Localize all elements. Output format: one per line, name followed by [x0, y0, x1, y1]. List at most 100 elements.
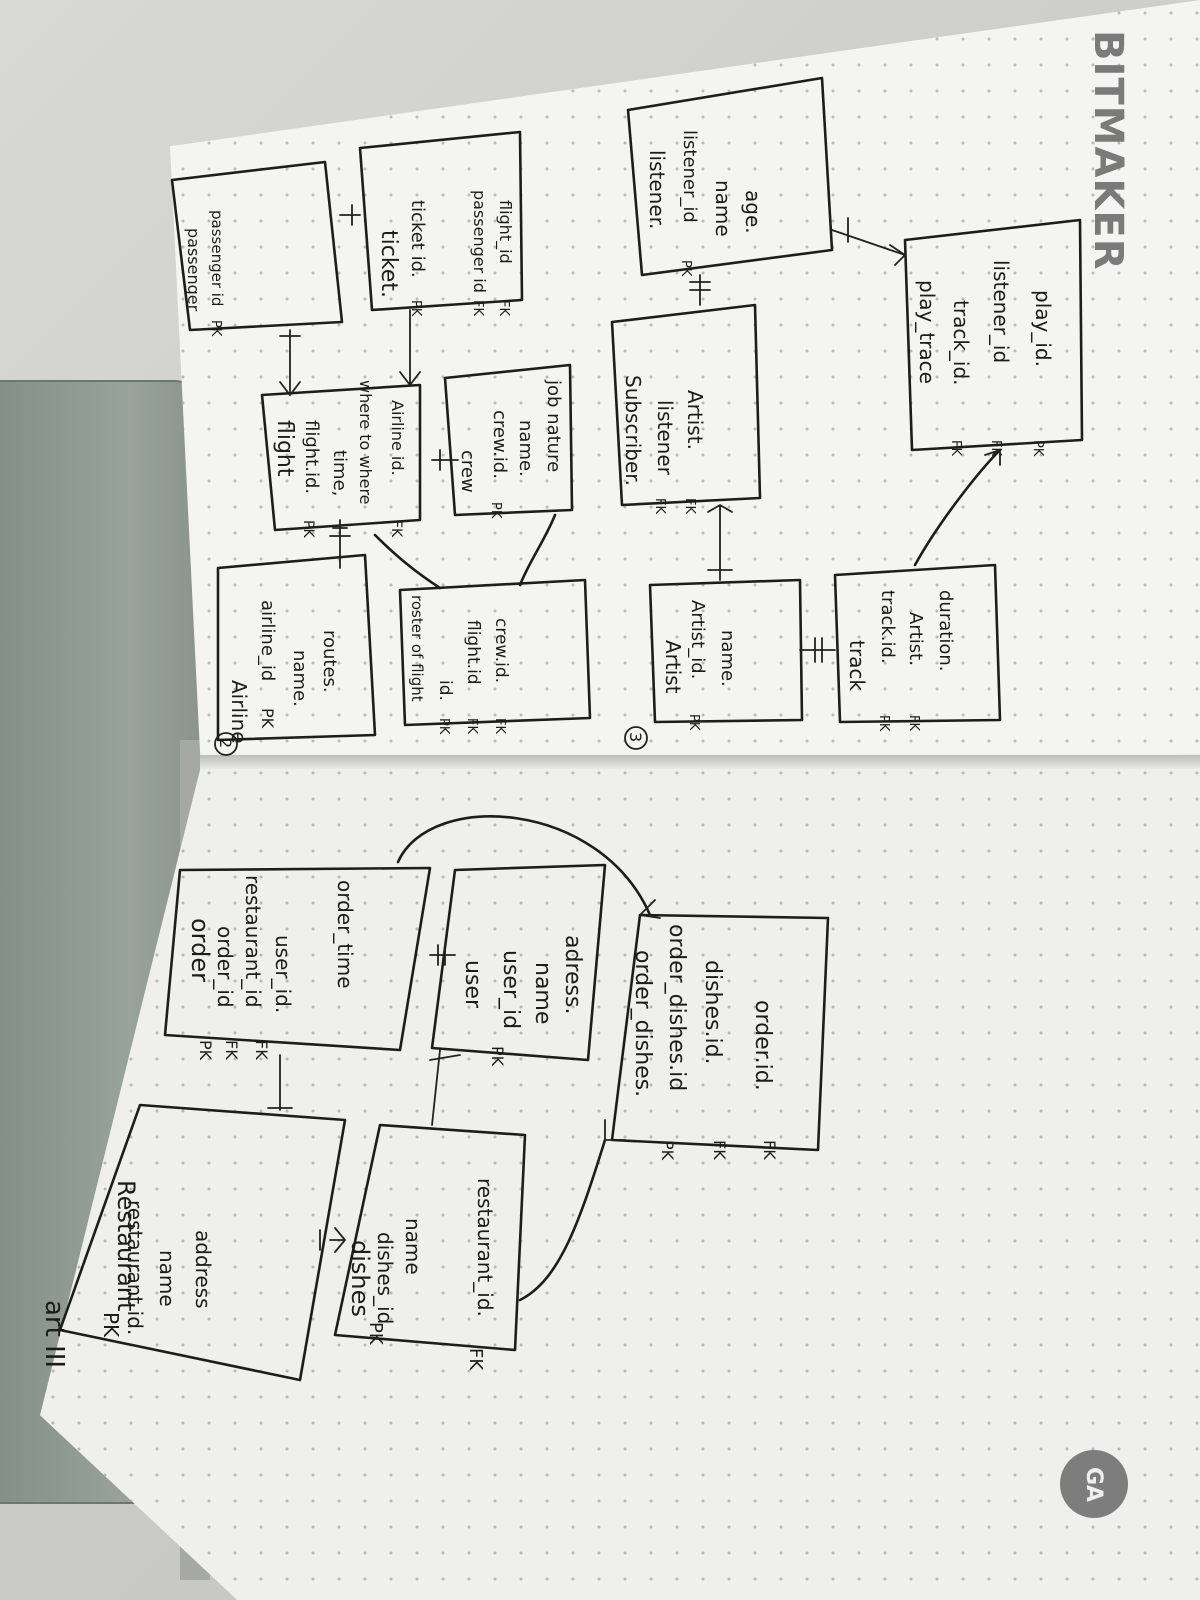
entity-track: track PK track.id. FK Artist. duration.: [833, 563, 1002, 732]
field-address: address: [191, 1230, 215, 1309]
entity-play-trace-title: play_trace: [915, 280, 939, 384]
field-name: name: [155, 1250, 179, 1307]
field-restaurant-id: restaurant_id.: [473, 1178, 497, 1317]
fk-badge: FK: [906, 715, 921, 731]
entity-listener: listener. PK listener_id name age.: [626, 76, 834, 277]
pk-badge: PK: [99, 1312, 123, 1338]
field-passenger-id: passenger id: [208, 210, 226, 306]
field-play-id: play_id.: [1031, 290, 1055, 367]
field-ticket-id: ticket id.: [407, 200, 428, 278]
entity-roster-title: roster of flight: [408, 595, 426, 702]
entity-subscriber: Subscriber. FK listener FK Artist.: [610, 303, 762, 514]
field-dishes-id: dishes.id.: [700, 960, 725, 1065]
entity-ticket-title: ticket.: [376, 230, 401, 298]
pk-badge: PK: [678, 260, 693, 277]
field-id: id.: [435, 680, 455, 701]
entity-play-trace: play_trace FK track_id. FK listener_id P…: [903, 218, 1084, 457]
page-heading-text: art III: [39, 1300, 69, 1368]
notebook-spine: [200, 755, 1200, 769]
field-name: name: [530, 962, 555, 1024]
pk-badge: PK: [488, 1046, 507, 1067]
field-duration: duration.: [935, 590, 956, 671]
fk-badge: FK: [388, 520, 404, 538]
field-restaurant-id: restaurant_id: [241, 875, 265, 1008]
fk-badge: FK: [222, 1040, 241, 1060]
field-address: adress.: [560, 935, 585, 1014]
pk-badge: PK: [408, 300, 423, 317]
relationship-lines-airline: [279, 204, 557, 590]
entity-order: order PK order_id FK restaurant_id FK us…: [163, 866, 432, 1061]
entity-passenger-title: passenger: [184, 228, 203, 312]
section-music-marker: 3: [624, 726, 648, 750]
page-heading: art III: [39, 1300, 69, 1368]
field-dishes-id: dishes_id: [373, 1232, 397, 1324]
entity-ticket: ticket. PK ticket id. FK passenger id FK…: [358, 130, 524, 317]
fk-badge: FK: [464, 718, 479, 734]
entity-dishes: dishes PK dishes_id name FK restaurant_i…: [333, 1123, 527, 1371]
entity-restaurant-title: Restaurant: [112, 1180, 140, 1311]
field-name: name.: [717, 630, 738, 687]
fk-badge: FK: [710, 1140, 729, 1160]
entity-dishes-title: dishes: [346, 1240, 374, 1317]
field-airline-id: airline_id: [257, 600, 278, 681]
pk-badge: PK: [208, 320, 223, 337]
entity-passenger: passenger PK passenger id: [170, 160, 344, 337]
field-name: name.: [289, 650, 310, 707]
field-order-id: order.id.: [750, 1000, 775, 1091]
entity-artist: Artist PK Artist_id. name.: [648, 578, 804, 731]
entity-airline: Airline PK airline_id name. routes.: [216, 553, 377, 744]
field-name: name.: [515, 420, 536, 477]
pk-badge: PK: [658, 1140, 677, 1161]
fk-badge: FK: [760, 1140, 779, 1160]
entity-subscriber-title: Subscriber.: [621, 375, 645, 486]
pk-badge: PK: [436, 718, 451, 735]
field-artist: Artist.: [683, 390, 707, 450]
entity-order-title: order: [186, 918, 214, 982]
fk-badge: FK: [492, 718, 507, 734]
field-job-nature: job nature: [543, 379, 564, 472]
entity-crew-title: crew: [457, 450, 478, 493]
field-flight-id: flight.id.: [301, 420, 322, 494]
entity-roster-of-flight: roster of flight PK id. FK flight.id FK …: [398, 578, 592, 735]
relationship-lines-left: [267, 815, 661, 1302]
section-airline-marker: 2: [214, 732, 238, 756]
pk-badge: PK: [686, 714, 701, 731]
pk-badge: PK: [876, 715, 891, 732]
fk-badge: FK: [682, 498, 697, 514]
field-airline-id: Airline id.: [388, 400, 407, 476]
section-number: 3: [626, 732, 645, 742]
field-track-id: track.id.: [877, 590, 898, 664]
field-routes: routes.: [319, 630, 340, 693]
fk-badge: FK: [652, 498, 667, 514]
field-listener: listener: [653, 400, 677, 476]
field-listener-id: listener_id: [989, 260, 1013, 363]
field-listener-id: listener_id: [679, 130, 700, 223]
pk-badge: PK: [300, 520, 316, 538]
field-order-id: order_id: [213, 926, 237, 1008]
pk-badge: PK: [258, 708, 277, 729]
entity-flight-title: flight: [272, 420, 297, 477]
field-track-id: track_id.: [949, 300, 973, 386]
entity-order-dishes: order_dishes. PK order_dishes.id FK dish…: [610, 913, 830, 1161]
notebook-page-right: [170, 0, 1200, 770]
field-age: age.: [741, 190, 765, 234]
pk-badge: PK: [488, 502, 503, 519]
field-flight-id: flight_id: [495, 200, 515, 264]
entity-order-dishes-title: order_dishes.: [630, 950, 655, 1097]
fk-badge: FK: [496, 300, 511, 316]
section-number: 2: [216, 738, 235, 748]
field-passenger-id: passenger id: [470, 190, 489, 293]
entity-listener-title: listener.: [645, 150, 669, 229]
entity-user: user PK user_id name adress.: [430, 863, 607, 1067]
fk-badge: FK: [470, 300, 485, 316]
ga-logo-icon: GA: [1060, 1450, 1128, 1518]
entity-airline-title: Airline: [227, 680, 251, 744]
field-order-dishes-id: order_dishes.id: [664, 924, 689, 1091]
entity-crew: crew PK crew.id. name. job nature: [443, 363, 574, 519]
field-time: time,: [329, 450, 350, 496]
fk-badge: FK: [252, 1040, 271, 1060]
pk-badge: PK: [365, 1322, 386, 1346]
field-artist-id: Artist_id.: [687, 600, 708, 679]
